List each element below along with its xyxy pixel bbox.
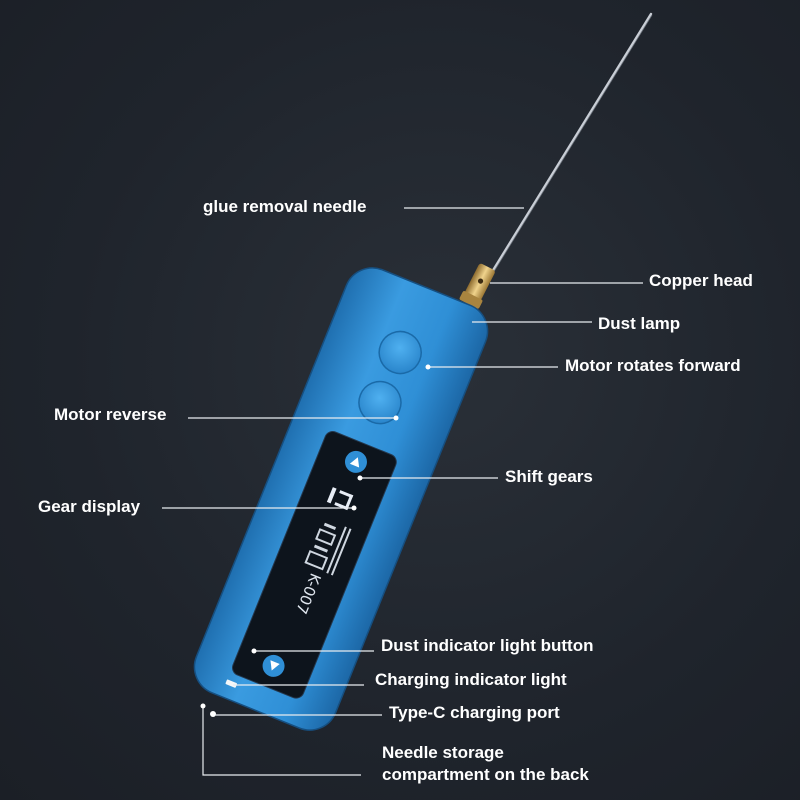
label-needle-storage-line1: Needle storage [382,743,504,762]
label-needle-storage-line2: compartment on the back [382,765,589,784]
copper-head [459,263,495,309]
label-glue-removal-needle: glue removal needle [203,197,367,216]
glue-removal-needle [490,12,653,274]
label-needle-storage: Needle storage compartment on the back [382,742,642,786]
leader-lines [162,207,643,776]
label-type-c-port: Type-C charging port [389,703,560,722]
label-gear-display: Gear display [38,497,141,516]
label-charging-indicator-light: Charging indicator light [375,670,567,689]
label-dust-lamp: Dust lamp [598,314,681,333]
leader-needle-storage [202,706,361,776]
label-dust-indicator-button: Dust indicator light button [381,636,594,655]
charging-indicator-light [225,679,238,688]
label-motor-reverse: Motor reverse [54,405,167,424]
dust-down-arrow-icon [270,660,280,671]
pen-body: K-007 [193,267,489,731]
label-shift-gears: Shift gears [505,467,593,486]
label-copper-head: Copper head [649,271,753,290]
type-c-port [210,711,216,717]
motor-forward-button[interactable] [373,325,428,380]
label-motor-forward: Motor rotates forward [565,356,741,375]
shift-up-arrow-icon [349,457,360,468]
motor-reverse-button[interactable] [353,375,408,430]
brand-logo [304,522,352,576]
